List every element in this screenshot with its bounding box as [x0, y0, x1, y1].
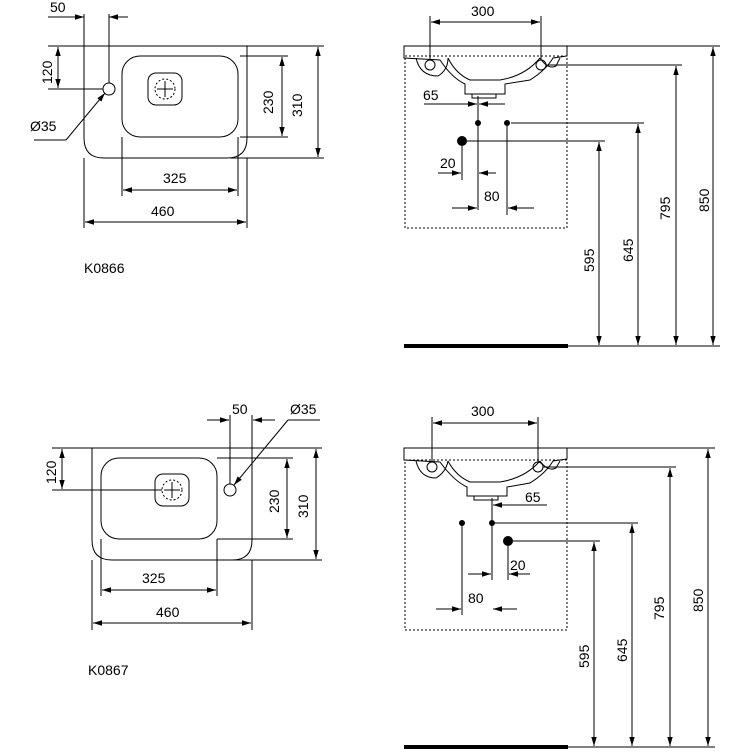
k0866-dim-310: 310 — [289, 93, 305, 117]
basin-outline — [91, 447, 253, 561]
k0867-side-dim-300: 300 — [471, 403, 495, 419]
waste-outlet — [473, 495, 499, 501]
basin-profile — [403, 447, 568, 497]
k0867-side-dim-80: 80 — [468, 590, 484, 606]
k0867-side-dim-645: 645 — [614, 638, 630, 662]
bowl-outline — [121, 55, 239, 138]
k0867-side-dim-795: 795 — [651, 596, 667, 620]
waste-hole — [503, 536, 513, 546]
drain-square — [147, 72, 183, 106]
k0867-dim-50: 50 — [232, 401, 248, 417]
overflow-right — [535, 59, 547, 71]
k0867-dim-310: 310 — [295, 494, 311, 518]
k0867-side-dim-65: 65 — [525, 489, 541, 505]
k0867-side-dim-595: 595 — [576, 644, 592, 668]
cabinet-outline — [404, 459, 568, 631]
tap-hole — [223, 483, 237, 497]
k0867-side-dim-850: 850 — [690, 588, 706, 612]
basin-outline — [83, 45, 248, 159]
k0866-dim-325: 325 — [163, 170, 187, 186]
k0867-dim-325: 325 — [142, 570, 166, 586]
waste-hole — [457, 136, 467, 146]
k0867-top-view: 50 Ø35 120 230 310 325 460 K0867 — [43, 401, 322, 678]
k0867-side-dim-20: 20 — [510, 557, 526, 573]
k0866-side-dim-80: 80 — [484, 188, 500, 204]
bowl-outline — [100, 457, 218, 540]
k0866-model-code: K0866 — [84, 260, 125, 276]
k0866-side-dim-65: 65 — [423, 87, 439, 103]
k0866-dim-dia35: Ø35 — [30, 118, 57, 134]
k0867-dim-230: 230 — [266, 489, 282, 513]
overflow-left — [426, 461, 438, 473]
k0867-model-code: K0867 — [88, 662, 129, 678]
cabinet-outline — [404, 55, 568, 229]
k0866-side-dim-645: 645 — [620, 238, 636, 262]
k0866-side-dim-595: 595 — [581, 248, 597, 272]
k0866-side-dim-300: 300 — [471, 3, 495, 19]
k0866-dim-230: 230 — [260, 90, 276, 114]
k0867-dim-120: 120 — [43, 460, 59, 484]
waste-outlet — [471, 93, 497, 99]
k0867-dim-460: 460 — [156, 604, 180, 620]
k0866-dim-50: 50 — [50, 0, 66, 15]
k0866-top-view: 50 120 Ø35 230 310 325 460 K0866 — [30, 0, 324, 276]
k0867-side-view: 300 65 20 80 595 645 795 850 — [403, 403, 715, 749]
k0867-dim-dia35: Ø35 — [290, 401, 317, 417]
k0866-side-dim-850: 850 — [696, 188, 712, 212]
k0866-dim-120: 120 — [39, 60, 55, 84]
k0866-side-dim-795: 795 — [657, 196, 673, 220]
k0866-side-view: 300 65 20 80 595 645 795 850 — [403, 3, 720, 348]
drain-circle — [154, 78, 176, 100]
supply-hole-left — [459, 520, 465, 526]
k0866-dim-460: 460 — [151, 203, 175, 219]
supply-hole-right — [504, 120, 510, 126]
overflow-left — [424, 59, 436, 71]
drain-circle — [161, 479, 183, 501]
k0866-side-dim-20: 20 — [440, 155, 456, 171]
